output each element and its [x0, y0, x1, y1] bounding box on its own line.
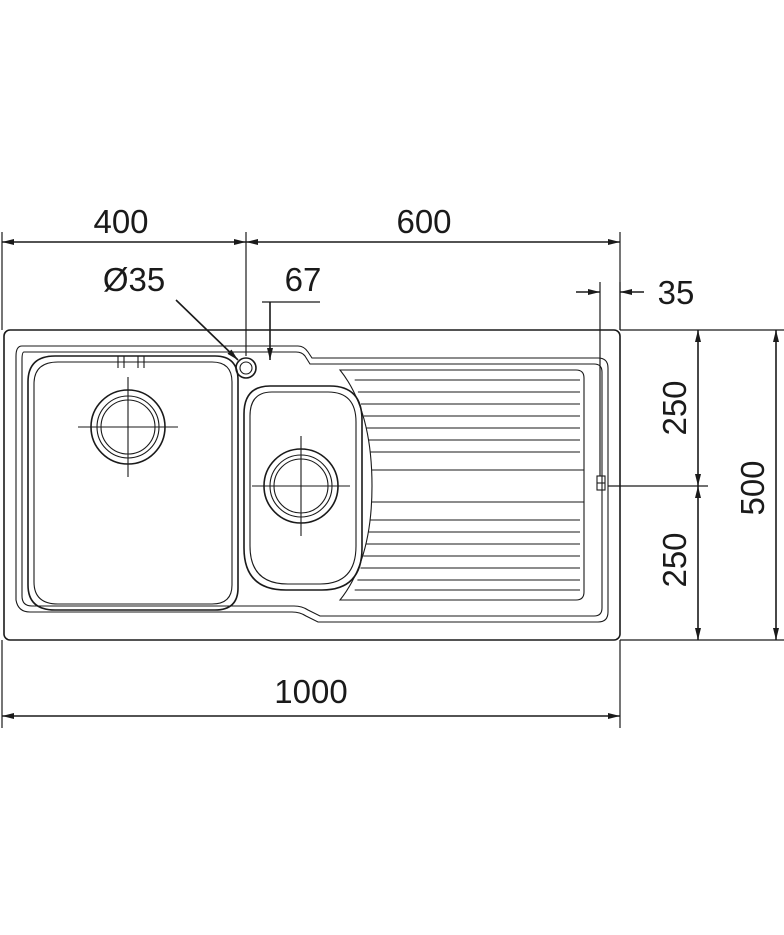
dimension-67: 67 [285, 261, 322, 298]
right-dimension [608, 329, 784, 641]
overflow-icon [596, 475, 606, 491]
tap-hole-leader [175, 299, 239, 361]
dimension-250-upper: 250 [656, 380, 693, 435]
right-bowl [243, 385, 363, 591]
tap-hole-icon [235, 357, 257, 379]
dimension-500: 500 [734, 460, 771, 515]
left-bowl [27, 355, 239, 611]
dimension-400: 400 [93, 203, 148, 240]
dimension-1000: 1000 [274, 673, 347, 710]
drainer-grooves [354, 379, 584, 591]
right-drain-icon [252, 436, 350, 536]
dimension-35: 35 [658, 274, 695, 311]
dimension-250-lower: 250 [656, 532, 693, 587]
overflow-dimension [576, 282, 644, 476]
bottom-dimension [1, 640, 621, 728]
left-drain-icon [78, 377, 178, 477]
sink-outline [3, 329, 621, 641]
draining-board [338, 369, 585, 601]
dimension-600: 600 [396, 203, 451, 240]
dimension-tap-diameter: Ø35 [103, 261, 165, 298]
